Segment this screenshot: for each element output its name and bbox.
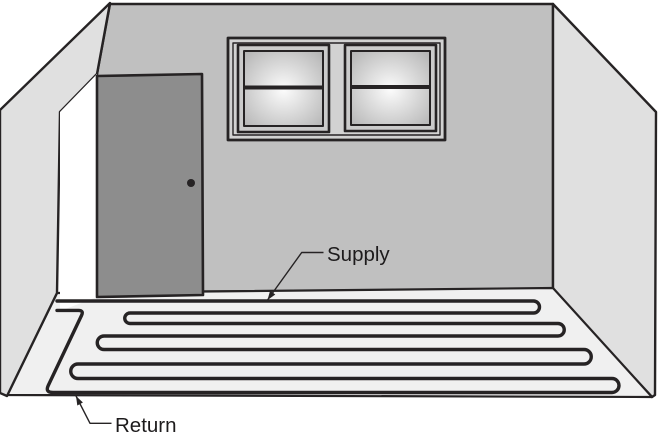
heating-pipe-serpentine — [45, 299, 621, 395]
double-window — [226, 36, 447, 142]
door-knob — [187, 179, 195, 187]
window-right-unit — [343, 43, 438, 133]
floor — [5, 286, 654, 399]
return-arrowhead-icon — [76, 396, 83, 406]
door-panel — [95, 72, 205, 299]
supply-leader-line — [266, 251, 324, 301]
right-wall — [551, 2, 658, 399]
window-left-unit — [236, 43, 331, 134]
supply-label: Supply — [327, 243, 390, 266]
window-inner-frame-line — [232, 42, 441, 136]
window-left-sash-bar — [244, 85, 323, 90]
return-leader — [75, 395, 112, 424]
supply-arrowhead-icon — [267, 290, 276, 300]
doorway-opening — [60, 74, 97, 311]
supply-leader — [266, 251, 324, 301]
return-label: Return — [115, 414, 177, 434]
door — [95, 72, 205, 299]
return-leader-line — [75, 395, 112, 424]
window-right-sash-bar — [351, 85, 430, 89]
